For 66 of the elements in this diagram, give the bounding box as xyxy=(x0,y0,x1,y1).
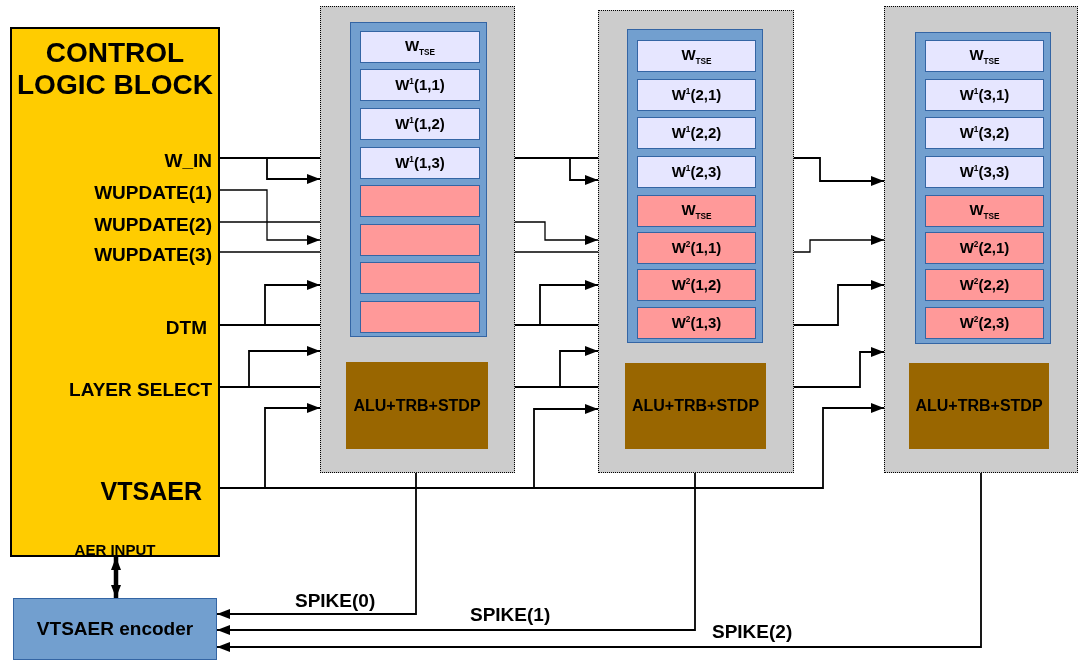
arrow xyxy=(793,235,885,253)
weight-cell: W$^{1}$(1,1) xyxy=(360,69,480,101)
arrow xyxy=(514,280,599,326)
weight-cell: W$^{1}$(2,2) xyxy=(637,117,756,149)
weight-memory-column xyxy=(350,22,487,337)
weight-cell xyxy=(360,301,480,333)
arrow xyxy=(514,157,599,185)
arrow xyxy=(216,472,696,635)
weight-memory-column xyxy=(627,29,763,343)
weight-cell xyxy=(360,185,480,217)
weight-cell: W$^{2}$(1,2) xyxy=(637,269,756,301)
signal-label: W_IN xyxy=(164,151,212,170)
weight-cell: W$_{TSE}$ xyxy=(637,40,756,72)
arrow xyxy=(793,157,885,186)
arrow xyxy=(219,157,321,184)
arrow xyxy=(514,221,599,245)
control-block xyxy=(10,27,220,557)
connector-line xyxy=(219,251,321,253)
signal-label: VTSAER xyxy=(100,479,202,504)
signal-label: WUPDATE(1) xyxy=(94,183,212,202)
weight-cell: W$^{2}$(2,1) xyxy=(925,232,1044,264)
connector-line xyxy=(514,251,599,253)
arrow xyxy=(514,346,599,388)
connector-line xyxy=(219,221,321,223)
arrow xyxy=(793,280,885,326)
signal-label: WUPDATE(2) xyxy=(94,215,212,234)
weight-cell: W$_{TSE}$ xyxy=(637,195,756,227)
weight-cell: W$^{2}$(1,3) xyxy=(637,307,756,339)
weight-cell: W$^{2}$(1,1) xyxy=(637,232,756,264)
weight-cell: W$^{1}$(1,3) xyxy=(360,147,480,179)
weight-cell: W$^{2}$(2,2) xyxy=(925,269,1044,301)
weight-cell: W$^{2}$(2,3) xyxy=(925,307,1044,339)
processing-element-panel xyxy=(884,6,1078,473)
alu-block: ALU+TRB+STDP xyxy=(346,362,488,449)
processing-element-panel xyxy=(320,6,515,473)
signal-label: WUPDATE(3) xyxy=(94,245,212,264)
weight-cell: W$_{TSE}$ xyxy=(360,31,480,63)
weight-cell: W$^{1}$(2,3) xyxy=(637,156,756,188)
weight-cell: W$^{1}$(2,1) xyxy=(637,79,756,111)
weight-cell: W$^{1}$(1,2) xyxy=(360,108,480,140)
weight-cell: W$^{1}$(3,1) xyxy=(925,79,1044,111)
weight-cell: W$_{TSE}$ xyxy=(925,195,1044,227)
edge-label: SPIKE(0) xyxy=(293,591,378,611)
weight-memory-column xyxy=(915,32,1051,344)
processing-element-panel xyxy=(598,10,794,473)
weight-cell: W$_{TSE}$ xyxy=(925,40,1044,72)
signal-label: DTM xyxy=(165,318,207,337)
arrow xyxy=(111,557,121,598)
arrow xyxy=(216,472,982,652)
arrow xyxy=(219,189,321,245)
weight-cell: W$^{1}$(3,2) xyxy=(925,117,1044,149)
port-label: AER INPUT xyxy=(73,541,157,559)
signal-label: LAYER SELECT xyxy=(69,380,212,399)
encoder-block: VTSAER encoder xyxy=(13,598,217,660)
weight-cell: W$^{1}$(3,3) xyxy=(925,156,1044,188)
arrow xyxy=(216,472,417,619)
block-title: CONTROL LOGIC BLOCK xyxy=(16,37,214,102)
arrow xyxy=(219,346,321,388)
weight-cell xyxy=(360,262,480,294)
alu-block: ALU+TRB+STDP xyxy=(909,363,1049,449)
edge-label: SPIKE(1) xyxy=(468,605,553,625)
edge-label: SPIKE(2) xyxy=(710,622,795,642)
arrow xyxy=(793,347,885,388)
alu-block: ALU+TRB+STDP xyxy=(625,363,766,449)
weight-cell xyxy=(360,224,480,256)
arrow xyxy=(219,280,321,326)
